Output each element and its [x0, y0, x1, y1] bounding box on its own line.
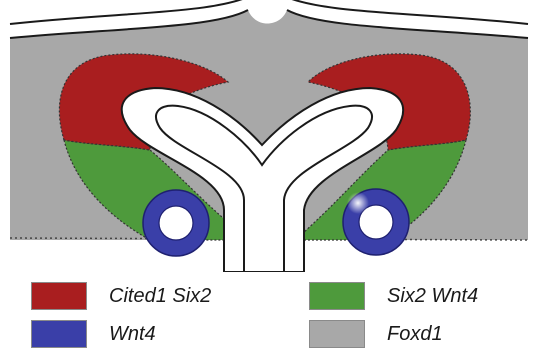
legend-item-wnt4: Wnt4: [31, 320, 156, 348]
legend-label-foxd1: Foxd1: [387, 323, 443, 346]
capsule-outer-line: [10, 0, 528, 24]
legend-item-cited1-six2: Cited1 Six2: [31, 282, 211, 310]
legend-item-foxd1: Foxd1: [309, 320, 443, 348]
legend-item-six2-wnt4: Six2 Wnt4: [309, 282, 478, 310]
legend-swatch-wnt4: [31, 320, 87, 348]
right-vesicle-highlight: [347, 192, 369, 214]
legend-swatch-foxd1: [309, 320, 365, 348]
legend-swatch-cited1-six2: [31, 282, 87, 310]
left-vesicle-lumen: [159, 206, 193, 240]
legend-swatch-six2-wnt4: [309, 282, 365, 310]
legend-label-six2-wnt4: Six2 Wnt4: [387, 285, 478, 308]
legend-label-wnt4: Wnt4: [109, 323, 156, 346]
legend-label-cited1-six2: Cited1 Six2: [109, 285, 211, 308]
